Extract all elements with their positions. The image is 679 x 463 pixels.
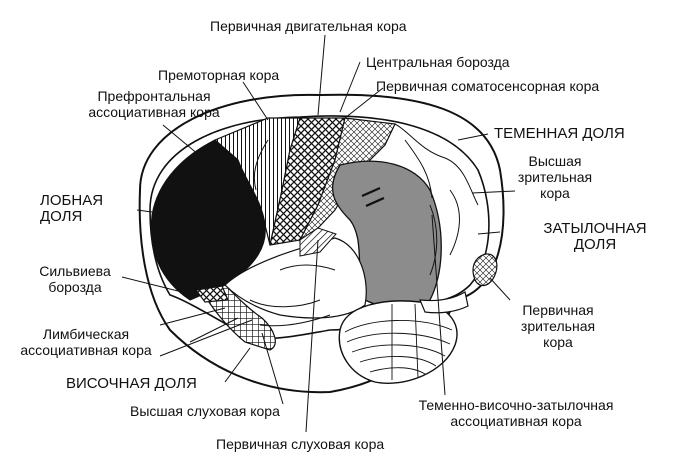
label-prefrontal-line2: ассоциативная кора	[88, 104, 220, 120]
label-frontal-lobe-line1: ЛОБНАЯ	[40, 192, 104, 209]
label-limbic-line1: Лимбическая	[42, 326, 130, 342]
label-primary-motor: Первичная двигательная кора	[210, 18, 407, 34]
label-prefrontal-line1: Префронтальная	[97, 88, 211, 104]
label-limbic-line2: ассоциативная кора	[20, 342, 152, 358]
primary-visual-region	[472, 253, 498, 287]
sylvian-region	[194, 285, 229, 303]
cerebellum	[338, 300, 458, 384]
label-pto: Теменно-височно-затылочная ассоциативная…	[390, 397, 642, 429]
label-parietal-lobe: ТЕМЕННАЯ ДОЛЯ	[494, 125, 625, 142]
label-frontal-lobe-line2: ДОЛЯ	[40, 208, 83, 225]
temporal-region	[224, 237, 367, 319]
label-pto-line1: Теменно-височно-затылочная	[418, 397, 614, 413]
label-occipital-lobe-line2: ДОЛЯ	[573, 236, 617, 253]
label-sylvian: Сильвиева борозда	[30, 263, 120, 295]
label-primary-visual-line3: кора	[543, 334, 573, 350]
label-higher-visual-line1: Высшая	[528, 153, 582, 169]
label-limbic: Лимбическая ассоциативная кора	[2, 326, 170, 358]
label-higher-visual-line3: кора	[540, 185, 570, 201]
limbic-region	[204, 284, 276, 351]
label-occipital-lobe: ЗАТЫЛОЧНАЯ ДОЛЯ	[530, 221, 660, 253]
label-primary-visual: Первичная зрительная кора	[508, 302, 608, 350]
label-premotor: Премоторная кора	[158, 67, 280, 83]
label-prefrontal: Префронтальная ассоциативная кора	[64, 88, 244, 120]
label-primary-visual-line2: зрительная	[520, 318, 596, 334]
label-higher-visual: Высшая зрительная кора	[510, 153, 600, 201]
label-sylvian-line1: Сильвиева	[39, 263, 111, 279]
intraparietal-mark	[361, 186, 385, 208]
label-frontal-lobe: ЛОБНАЯ ДОЛЯ	[40, 193, 103, 225]
label-occipital-lobe-line1: ЗАТЫЛОЧНАЯ	[543, 220, 647, 237]
label-sylvian-line2: борозда	[48, 279, 102, 295]
label-temporal-lobe: ВИСОЧНАЯ ДОЛЯ	[66, 375, 197, 392]
label-higher-auditory: Высшая слуховая кора	[130, 403, 280, 419]
label-higher-visual-line2: зрительная	[517, 169, 593, 185]
label-central-sulcus: Центральная борозда	[366, 54, 510, 70]
label-primary-somatosensory: Первичная соматосенсорная кора	[376, 78, 600, 94]
label-primary-visual-line1: Первичная	[522, 302, 594, 318]
label-primary-auditory: Первичная слуховая кора	[216, 436, 385, 452]
label-pto-line2: ассоциативная кора	[450, 413, 582, 429]
